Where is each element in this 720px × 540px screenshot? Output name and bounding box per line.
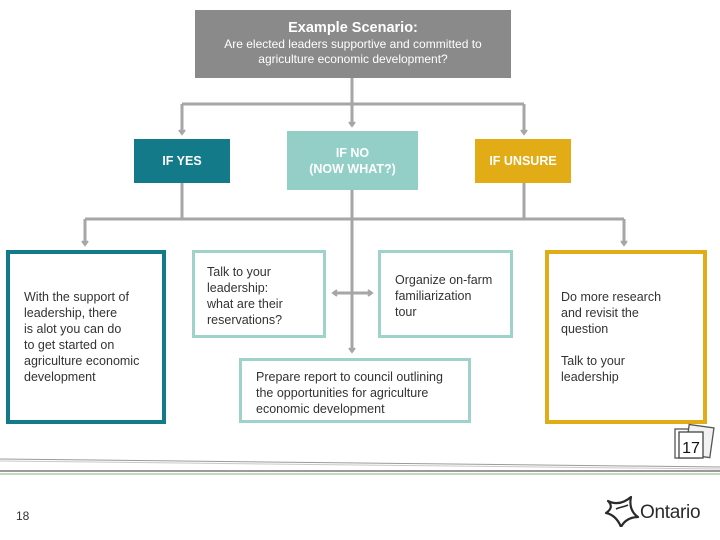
decision-if-no-sublabel: (NOW WHAT?) — [309, 161, 396, 176]
text-line: tour — [395, 305, 417, 319]
text-line: what are their — [207, 297, 283, 311]
text-line: reservations? — [207, 313, 283, 327]
scenario-title: Example Scenario: — [288, 20, 418, 36]
outcome-organize-box: Organize on-farm familiarization tour — [378, 250, 513, 338]
text-line: to get started on — [24, 338, 115, 352]
text-line: is alot you can do — [24, 322, 122, 336]
text-line: and revisit the — [561, 306, 639, 320]
text-line: development — [24, 370, 96, 384]
text-line: agriculture economic — [24, 354, 140, 368]
text-line: question — [561, 322, 609, 336]
decision-if-no-label: IF NO — [335, 145, 370, 160]
outcome-talk-box: Talk to your leadership: what are their … — [192, 250, 326, 338]
text-line: leadership, there — [24, 306, 118, 320]
decision-if-unsure: IF UNSURE — [475, 139, 571, 183]
text-line: Organize on-farm — [395, 273, 493, 287]
decision-if-unsure-label: IF UNSURE — [489, 154, 557, 168]
scenario-box: Example Scenario: Are elected leaders su… — [195, 10, 511, 78]
text-line: leadership — [561, 370, 619, 384]
ontario-logo-text: Ontario — [640, 502, 701, 523]
decision-if-yes: IF YES — [134, 139, 230, 183]
badge-number: 17 — [682, 440, 700, 457]
outcome-more-research-box: Do more research and revisit the questio… — [545, 250, 707, 424]
text-line: Do more research — [561, 290, 662, 304]
text-line: economic development — [256, 402, 385, 416]
decision-if-yes-label: IF YES — [162, 154, 202, 168]
outcome-prepare-report-box: Prepare report to council outlining the … — [239, 358, 471, 423]
scenario-question-line-2: agriculture economic development? — [258, 52, 448, 66]
text-line: With the support of — [24, 290, 129, 304]
text-line: familiarization — [395, 289, 472, 303]
decision-if-no: IF NO (NOW WHAT?) — [287, 131, 418, 190]
text-line: Talk to your — [207, 265, 271, 279]
text-line: Prepare report to council outlining — [256, 370, 443, 384]
footer-rules — [0, 458, 720, 475]
trillium-icon — [604, 495, 640, 527]
outcome-support-box: With the support of leadership, there is… — [6, 250, 166, 424]
page-stack-icon: 17 — [674, 423, 715, 459]
text-line: leadership: — [207, 281, 269, 295]
page-number: 18 — [16, 509, 30, 523]
text-line: the opportunities for agriculture — [256, 386, 429, 400]
text-line: Talk to your — [561, 354, 625, 368]
scenario-question-line-1: Are elected leaders supportive and commi… — [224, 37, 482, 51]
